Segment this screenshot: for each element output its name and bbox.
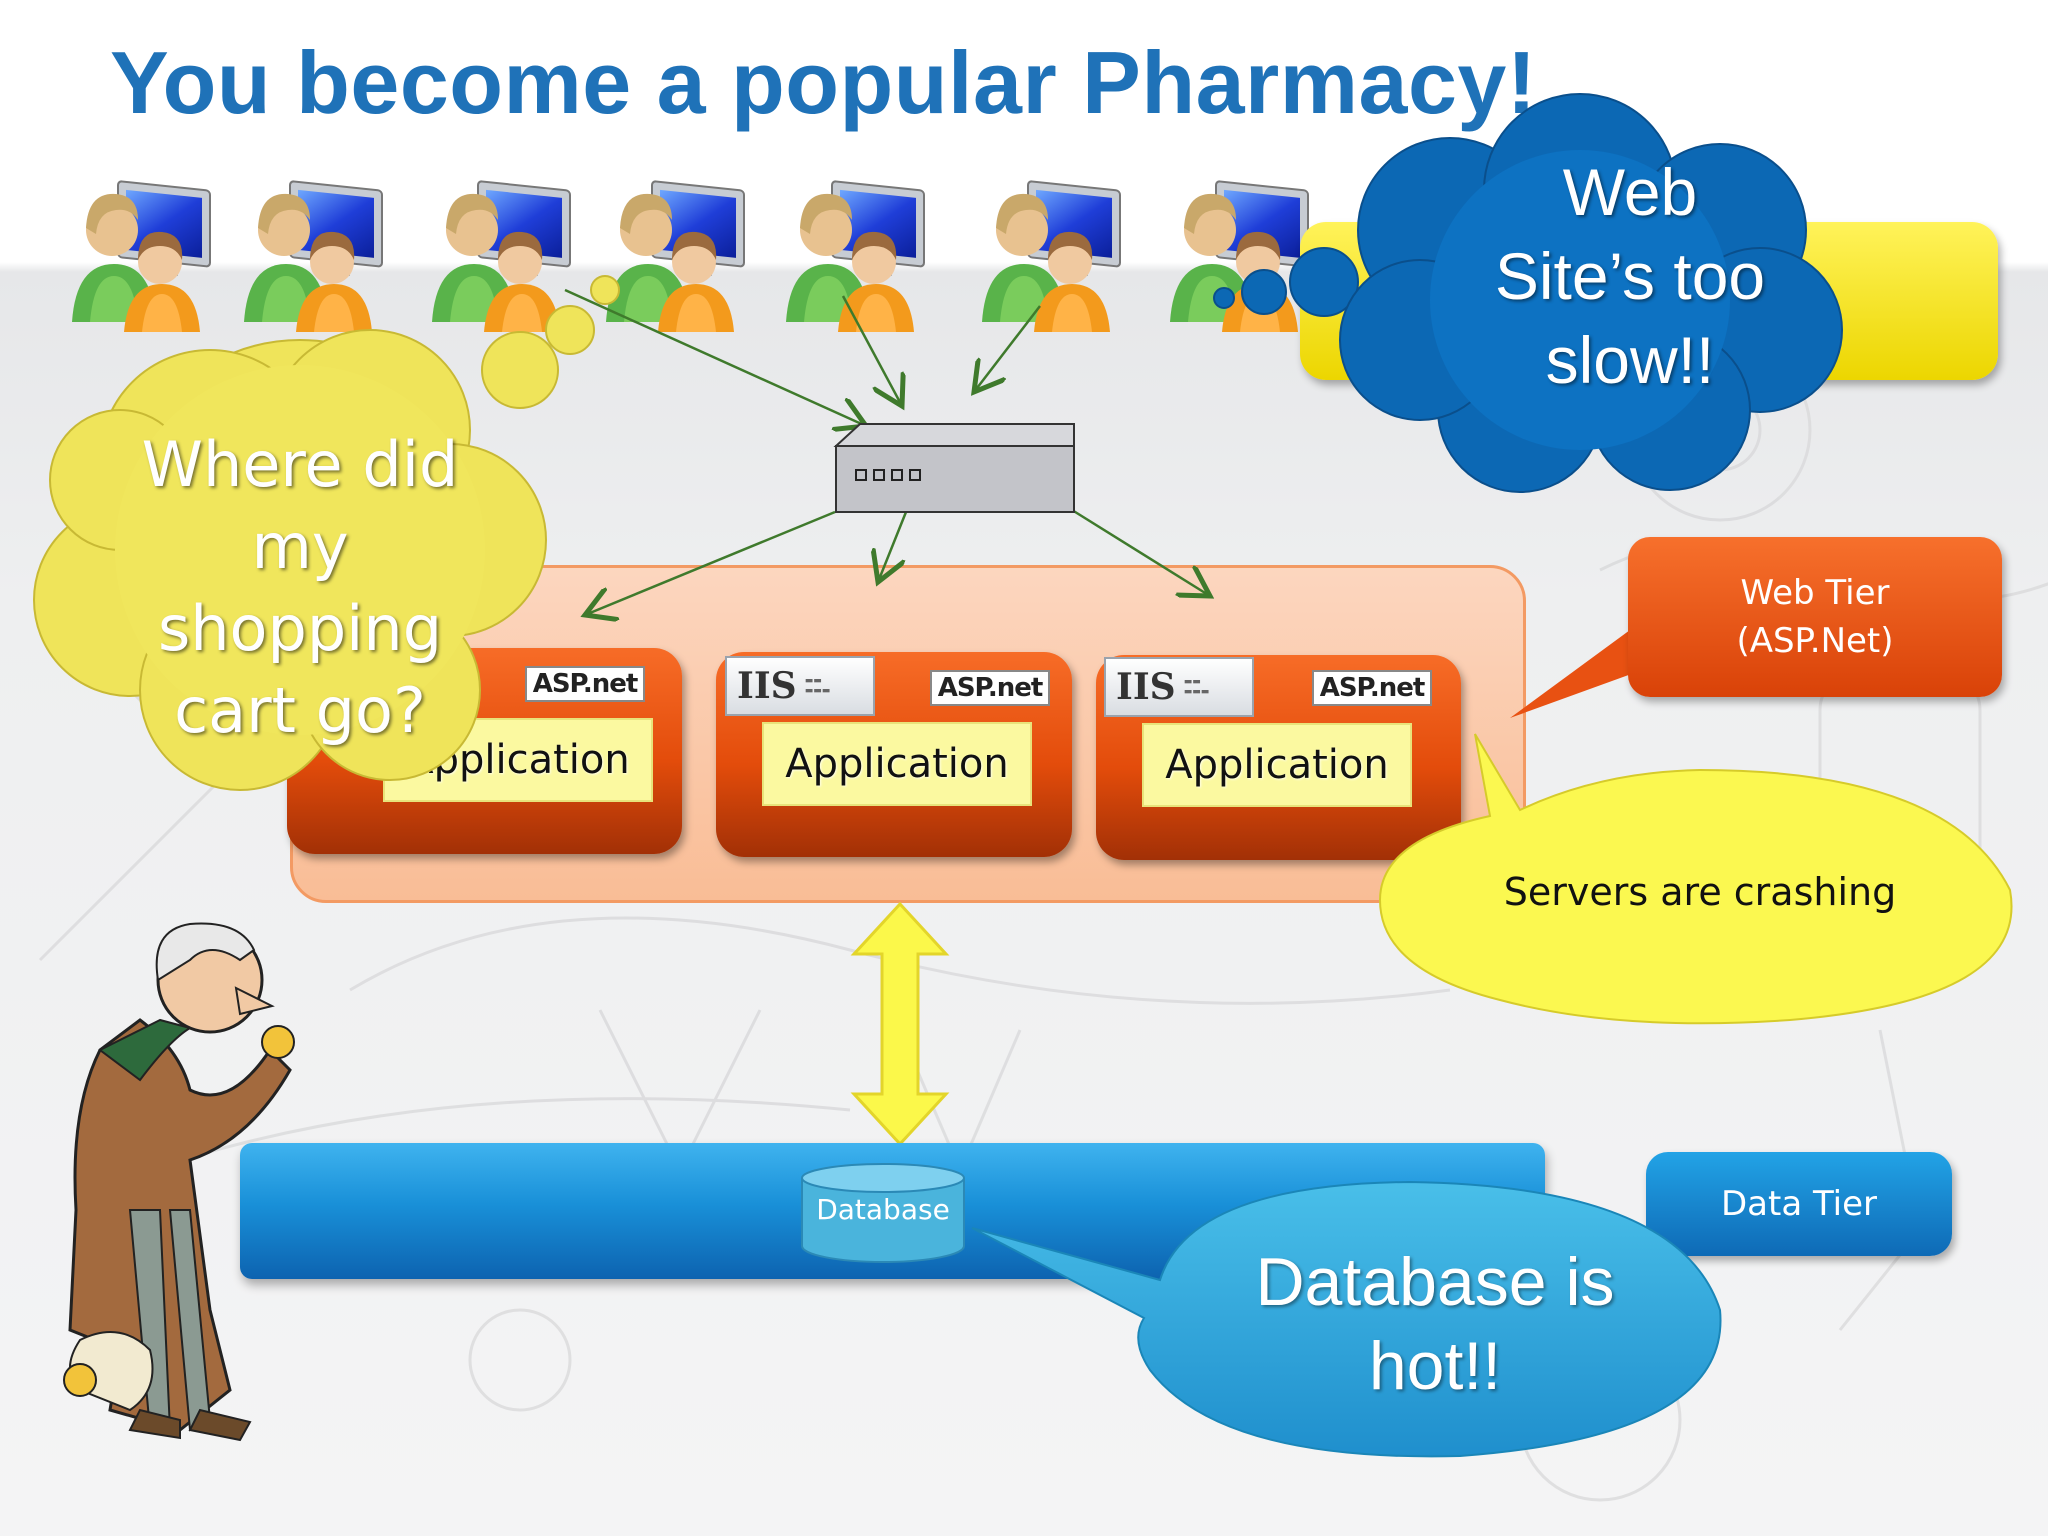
app-server-2: IIS▬▬▬▬▬ ASP.net Application [716,652,1072,857]
application-label: Application [1142,723,1412,807]
double-arrow-icon [850,901,950,1147]
page-title: You become a popular Pharmacy! [110,33,1537,132]
aspnet-logo: ASP.net [1312,670,1432,706]
network-switch-icon [833,423,1075,513]
application-label: Application [762,722,1032,806]
database-hot-bubble-shape [971,1180,1722,1458]
servers-crashing-text: Servers are crashing [1503,870,1897,914]
database-cylinder-icon [801,1163,965,1263]
data-tier-label: Data Tier [1646,1152,1952,1256]
cart-cloud [33,275,620,791]
web-slow-cloud [1213,93,1843,493]
iis-logo: IIS▬▬▬▬▬ [725,656,875,716]
aspnet-logo: ASP.net [525,666,645,702]
servers-bubble-shape [1378,733,2013,1025]
iis-logo: IIS▬▬▬▬▬ [1104,657,1254,717]
aspnet-logo: ASP.net [930,670,1050,706]
app-server-3: IIS▬▬▬▬▬ ASP.net Application [1096,655,1461,860]
web-tier-label: Web Tier(ASP.Net) [1628,537,2002,697]
scrooge-illustration [63,922,295,1442]
database-label: Database [816,1193,950,1226]
